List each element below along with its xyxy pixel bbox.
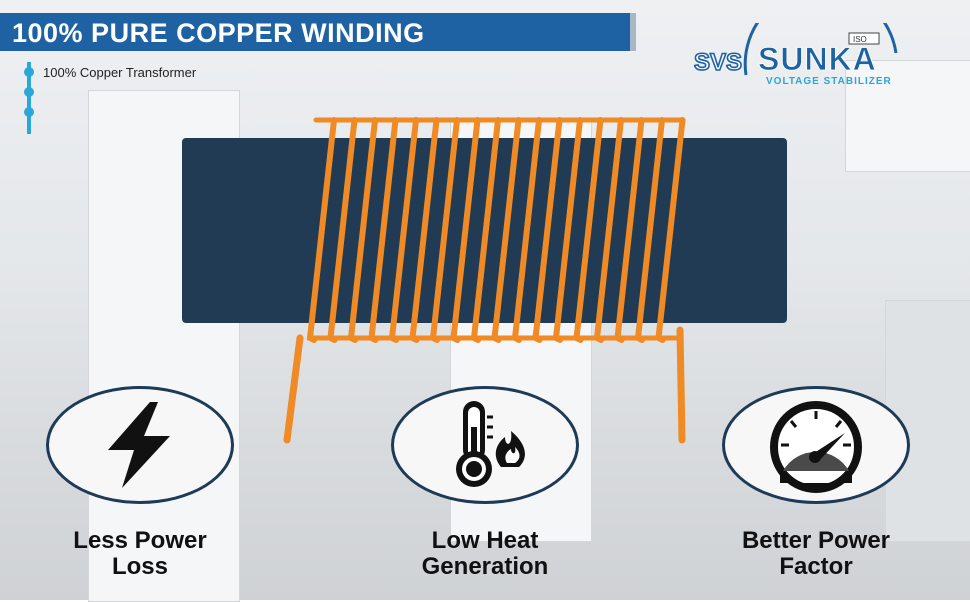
- feature-label-line2: Generation: [421, 553, 549, 580]
- feature-icon-circle: [46, 386, 234, 504]
- subheading-dot: [24, 67, 34, 77]
- feature-label-line1: Low Heat: [431, 527, 539, 554]
- feature-power-factor: Better Power Factor: [696, 386, 936, 580]
- brand-logo: SVS SUNKA ISO VOLTAGE STABILIZER: [693, 23, 898, 87]
- coil-turn: [368, 117, 399, 343]
- subheading-line: [27, 62, 31, 134]
- coil-turn: [532, 117, 563, 343]
- logo-tagline: VOLTAGE STABILIZER: [766, 76, 892, 87]
- logo-swoosh: [743, 23, 898, 76]
- coil-turn: [593, 117, 624, 343]
- coil-turn: [429, 117, 460, 343]
- coil-turn: [655, 117, 686, 343]
- feature-label-line2: Loss: [111, 553, 168, 580]
- logo-badge-frame: [848, 32, 880, 45]
- coil-turn: [450, 117, 481, 343]
- logo-mark: SVS: [694, 49, 742, 76]
- coil-turn: [634, 117, 665, 343]
- coil-turn: [552, 117, 583, 343]
- subheading-dot: [24, 87, 34, 97]
- feature-power-loss: Less Power Loss: [20, 386, 260, 580]
- subheading-dot: [24, 107, 34, 117]
- coil-turn: [388, 117, 419, 343]
- coil-turn: [409, 117, 440, 343]
- coil-turn: [511, 117, 542, 343]
- subheading-text: 100% Copper Transformer: [43, 65, 197, 80]
- coil-lead-left: [283, 334, 304, 444]
- header-banner: 100% PURE COPPER WINDING: [0, 13, 636, 51]
- coil-turn: [347, 117, 378, 343]
- thermometer-flame-icon: [456, 401, 525, 487]
- coil-lead-right: [676, 326, 686, 444]
- coil-turn: [491, 117, 522, 343]
- feature-heat: Low Heat Generation: [365, 386, 605, 580]
- feature-label-line1: Less Power: [73, 527, 207, 554]
- coil-turns: [306, 117, 686, 343]
- background-wall-cabinet: [845, 60, 970, 172]
- feature-icon-circle: [722, 386, 910, 504]
- coil-turn: [327, 117, 358, 343]
- page-title: 100% PURE COPPER WINDING: [12, 18, 425, 48]
- feature-label-line1: Better Power: [741, 527, 891, 554]
- coil-turn: [470, 117, 501, 343]
- lightning-bolt-icon: [108, 402, 170, 488]
- coil-turn: [614, 117, 645, 343]
- feature-label-line2: Factor: [779, 553, 853, 580]
- logo-badge: ISO: [853, 35, 867, 44]
- logo-brand: SUNKA: [758, 41, 877, 77]
- feature-icon-circle: [391, 386, 579, 504]
- speedometer-gauge-icon: [770, 401, 862, 493]
- coil-turn: [573, 117, 604, 343]
- coil-turn: [306, 117, 337, 343]
